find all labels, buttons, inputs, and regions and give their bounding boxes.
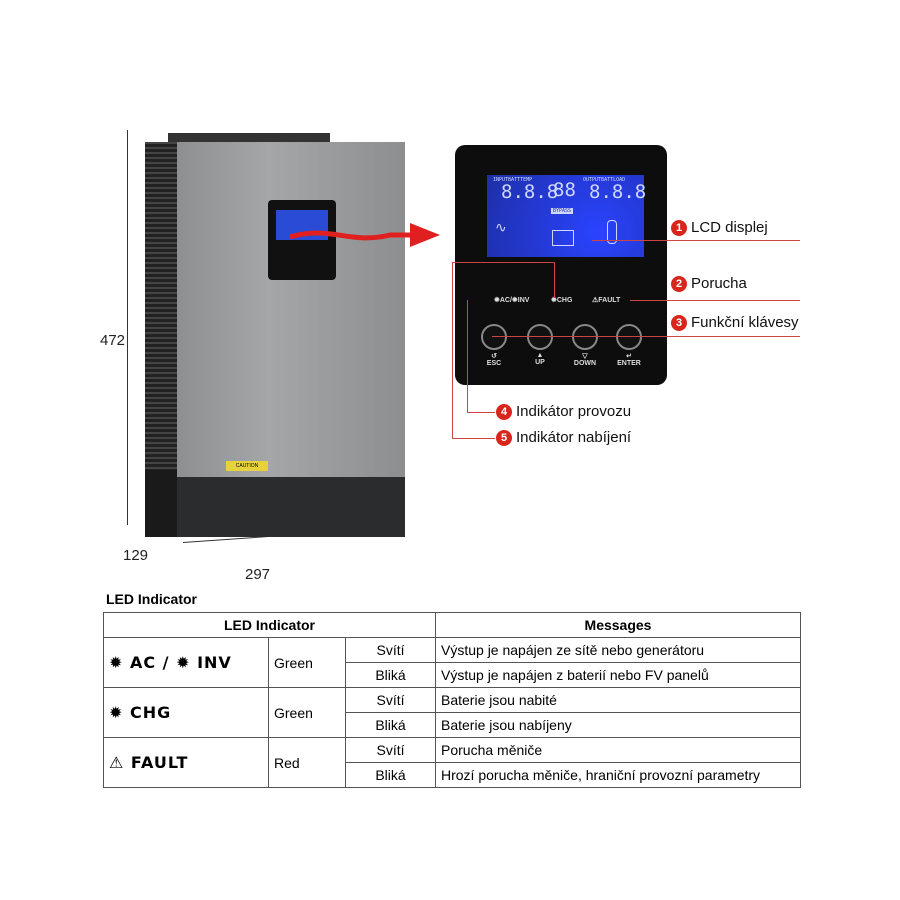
led-fault-name: ⚠ FAULT [103, 737, 269, 788]
esc-button[interactable] [481, 324, 507, 350]
inverter-base [177, 477, 405, 537]
enter-icon: ↵ [626, 353, 632, 360]
lcd-output-digits: 8.8.8 [589, 181, 647, 203]
down-label: DOWN [573, 360, 597, 367]
led-message: Porucha měniče [435, 737, 801, 763]
up-icon: ▲ [536, 352, 544, 359]
led-ac-inv: ✹AC/✹INV [494, 297, 530, 304]
header-led-indicator: LED Indicator [103, 612, 436, 638]
leader-line-5v [554, 262, 555, 298]
lcd-display: INPUTBATTTEMP OUTPUTBATTLOAD 8.8.8 88 8.… [487, 175, 647, 257]
inverter-top [168, 133, 330, 143]
esc-label: ESC [486, 360, 502, 367]
led-fault: ⚠FAULT [592, 297, 621, 304]
ac-source-icon: ∿ [495, 220, 507, 236]
leader-line-4 [467, 300, 468, 412]
leader-line-1 [592, 240, 800, 241]
led-message: Hrozí porucha měniče, hraniční provozní … [435, 762, 801, 788]
led-message: Výstup je napájen z baterií nebo FV pane… [435, 662, 801, 688]
header-messages: Messages [435, 612, 801, 638]
led-state: Svítí [345, 687, 436, 713]
down-icon: ▽ [582, 353, 588, 360]
lcd-mid-digits: 88 [553, 179, 576, 201]
led-color: Green [268, 637, 346, 688]
led-state: Svítí [345, 737, 436, 763]
inverter-side-vents [145, 142, 177, 532]
leader-line-5 [452, 262, 453, 438]
down-button[interactable] [572, 324, 598, 350]
led-ac-inv-name: ✹ AC / ✹ INV [103, 637, 269, 688]
battery-icon [552, 230, 574, 246]
inverter-base-side [145, 470, 177, 537]
up-button[interactable] [527, 324, 553, 350]
led-color: Red [268, 737, 346, 788]
led-message: Výstup je napájen ze sítě nebo generátor… [435, 637, 801, 663]
leader-line-5h [452, 438, 495, 439]
led-state: Bliká [345, 712, 436, 738]
led-state: Bliká [345, 762, 436, 788]
leader-line-4h [467, 412, 495, 413]
height-dimension-line [127, 130, 128, 525]
lcd-output-label: OUTPUTBATTLOAD [583, 177, 626, 183]
bulb-icon [607, 220, 617, 244]
led-chg-name: ✹ CHG [103, 687, 269, 738]
inverter-front [177, 142, 405, 477]
up-label: UP [535, 359, 545, 366]
width-dimension: 297 [245, 566, 271, 583]
led-message: Baterie jsou nabíjeny [435, 712, 801, 738]
table-title: LED Indicator [106, 591, 198, 607]
arrow-icon [290, 223, 440, 247]
leader-line-3 [492, 336, 800, 337]
led-state: Svítí [345, 637, 436, 663]
lcd-input-digits: 8.8.8 [501, 181, 559, 203]
led-chg: ✹CHG [551, 297, 573, 304]
caution-label: CAUTION [226, 461, 268, 471]
led-message: Baterie jsou nabité [435, 687, 801, 713]
esc-icon: ↺ [491, 353, 497, 360]
lcd-bypass: BYPASS [551, 208, 574, 214]
lcd-input-label: INPUTBATTTEMP [493, 177, 533, 183]
depth-dimension: 129 [123, 547, 149, 564]
height-dimension: 472 [100, 332, 126, 349]
led-color: Green [268, 687, 346, 738]
led-state: Bliká [345, 662, 436, 688]
leader-line-5t [452, 262, 554, 263]
enter-label: ENTER [617, 360, 641, 367]
leader-line-2 [630, 300, 800, 301]
enter-button[interactable] [616, 324, 642, 350]
